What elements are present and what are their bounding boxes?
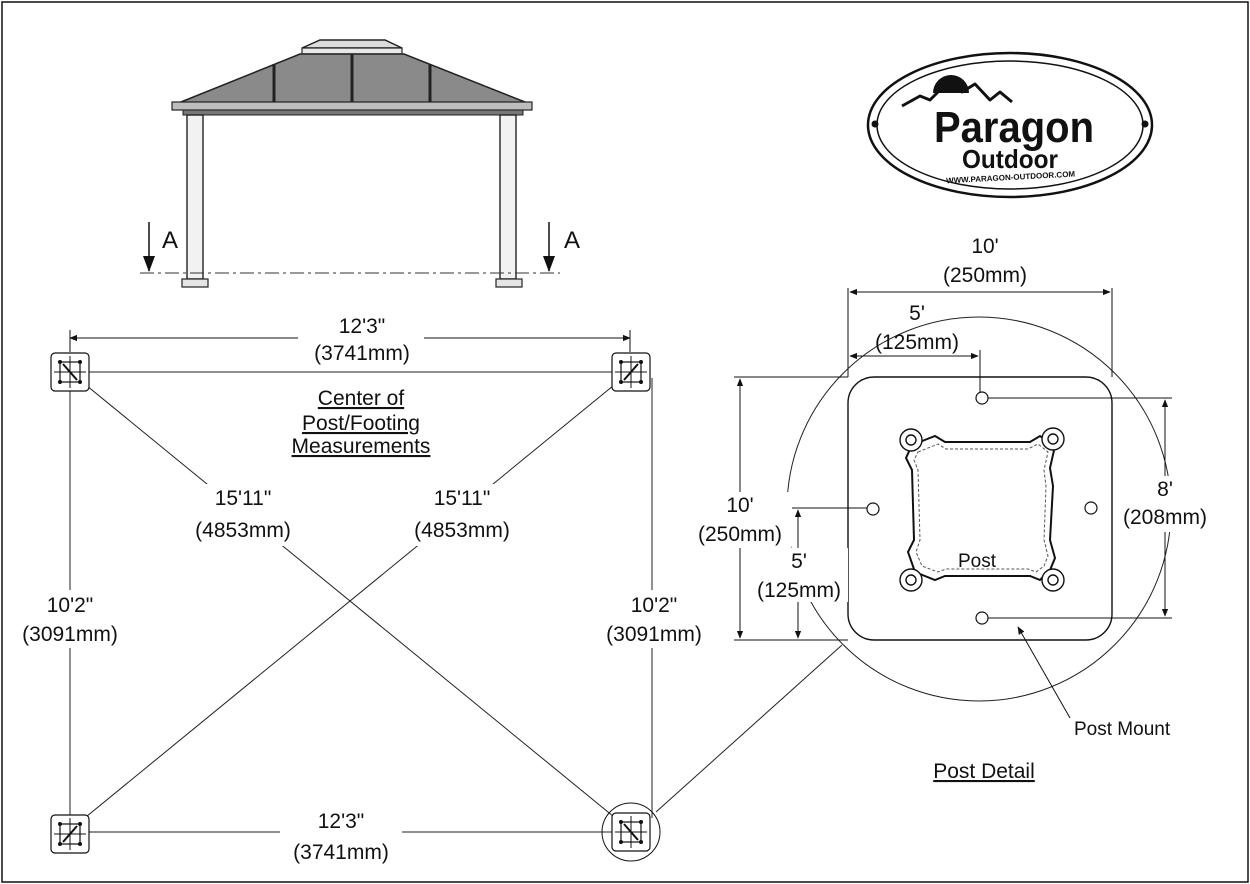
footing-plan: 12'3" (3741mm) Center of Post/Footing Me… — [14, 310, 843, 866]
plan-top-width-imperial: 12'3" — [339, 315, 386, 338]
gazebo-post-left — [186, 114, 204, 280]
post-mount-plate — [847, 376, 1113, 641]
mount-hole-right — [1084, 501, 1098, 515]
post-detail: 10' (250mm) 5' (125mm) 10' (250mm) 5' (1… — [687, 235, 1216, 783]
footing-plate-bottom-left — [50, 814, 90, 854]
gazebo-post-right — [499, 114, 517, 280]
gazebo-cupola — [301, 39, 403, 49]
plan-top-width-metric: (3741mm) — [314, 342, 410, 365]
left-depth-imperial: 10'2" — [47, 594, 94, 617]
diagonal-right-metric: (4853mm) — [414, 519, 510, 542]
post-bolt-top-right — [1041, 427, 1065, 451]
section-label-left: A — [162, 227, 178, 254]
detail-width-imperial: 10' — [971, 235, 998, 258]
detail-width-metric: (250mm) — [943, 264, 1027, 287]
section-arrow-left — [143, 256, 155, 272]
paragon-outdoor-logo: Paragon Outdoor WWW.PARAGON-OUTDOOR.COM — [866, 51, 1154, 199]
diagonal-left-metric: (4853mm) — [195, 519, 291, 542]
detail-height-metric: (250mm) — [698, 523, 782, 546]
post-mount-label: Post Mount — [1074, 719, 1171, 740]
detail-half-height-metric: (125mm) — [757, 579, 841, 602]
detail-half-height-imperial: 5' — [791, 550, 807, 573]
detail-leader — [655, 644, 843, 813]
diagonal-right — [69, 371, 631, 831]
footing-plate-top-left — [50, 352, 90, 392]
post-bolt-top-left — [899, 428, 923, 452]
footing-plate-bottom-right — [601, 802, 661, 862]
post-label: Post — [958, 551, 997, 572]
plan-bottom-width-imperial: 12'3" — [318, 810, 365, 833]
center-note-line-3: Measurements — [292, 435, 431, 458]
mount-hole-top — [975, 391, 989, 405]
right-depth-metric: (3091mm) — [606, 623, 702, 646]
detail-hole-spacing-imperial: 8' — [1157, 478, 1173, 501]
post-detail-title: Post Detail — [933, 760, 1035, 783]
logo-brand: Paragon — [934, 103, 1094, 152]
gazebo-elevation: A A — [140, 39, 580, 288]
mount-hole-bottom — [975, 611, 989, 625]
detail-half-width-metric: (125mm) — [875, 331, 959, 354]
detail-hole-spacing-metric: (208mm) — [1123, 506, 1207, 529]
section-arrow-right — [543, 256, 555, 272]
mountain-icon — [901, 78, 1013, 108]
diagonal-left-imperial: 15'11" — [215, 487, 272, 510]
center-note-line-2: Post/Footing — [302, 412, 420, 435]
mount-hole-left — [866, 502, 880, 516]
detail-half-width-imperial: 5' — [909, 302, 925, 325]
left-depth-metric: (3091mm) — [22, 623, 118, 646]
footing-plate-top-right — [611, 352, 651, 392]
center-note-line-1: Center of — [318, 387, 405, 410]
detail-height-imperial: 10' — [726, 494, 753, 517]
gazebo-beam — [171, 101, 533, 111]
diagonal-right-imperial: 15'11" — [434, 487, 491, 510]
post-bolt-bottom-left — [899, 568, 923, 592]
post-bolt-bottom-right — [1041, 568, 1065, 592]
section-label-right: A — [564, 227, 580, 254]
right-depth-imperial: 10'2" — [631, 594, 678, 617]
logo-sub: Outdoor — [962, 144, 1058, 174]
plan-bottom-width-metric: (3741mm) — [293, 841, 389, 864]
